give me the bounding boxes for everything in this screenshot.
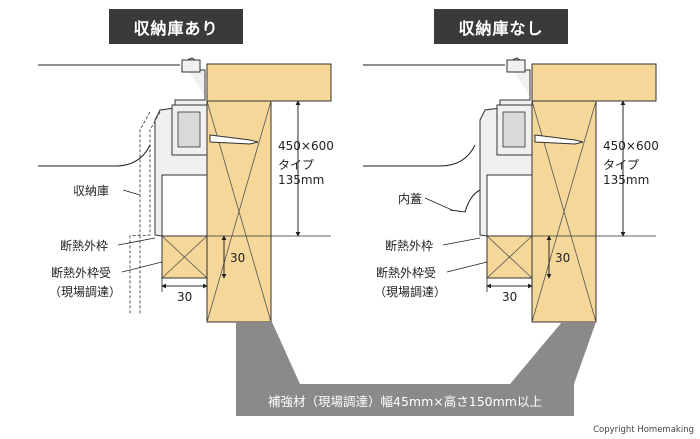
left-callout-pointer — [236, 322, 300, 384]
right-spec-type: タイプ — [603, 158, 640, 172]
right-label-receiver-source: （現場調達） — [374, 285, 447, 299]
left-dim-vertical: 30 — [230, 251, 246, 265]
left-spec-size: 450×600 — [278, 139, 334, 153]
right-spec-depth: 135mm — [603, 173, 650, 187]
right-dim-horizontal: 30 — [502, 290, 518, 304]
left-dim-horizontal: 30 — [177, 290, 193, 304]
right-diagram — [363, 57, 657, 323]
left-ceiling-line — [38, 144, 151, 167]
right-spec-size: 450×600 — [603, 139, 659, 153]
right-dim-vertical: 30 — [555, 251, 571, 265]
copyright-text: Copyright Homemaking — [593, 425, 694, 435]
right-ceiling-board — [531, 63, 657, 102]
reinforcement-banner: 補強材（現場調達）幅45mm×高さ150mm以上 — [236, 384, 574, 416]
left-storage-dashed — [129, 111, 151, 315]
left-label-storage: 収納庫 — [73, 184, 110, 198]
left-label-frame: 断熱外枠 — [60, 239, 109, 253]
right-inner-lid — [449, 189, 481, 213]
left-spec-type: タイプ — [278, 158, 315, 172]
left-label-receiver-source: （現場調達） — [49, 285, 122, 299]
title-without-storage: 収納庫なし — [434, 9, 568, 44]
left-label-receiver: 断熱外枠受 — [51, 266, 112, 280]
right-ceiling-line — [363, 144, 476, 167]
right-label-lid: 内蓋 — [398, 192, 423, 206]
left-spec-depth: 135mm — [278, 173, 325, 187]
right-label-receiver: 断熱外枠受 — [376, 266, 437, 280]
left-screw — [209, 134, 259, 145]
right-screw — [534, 134, 584, 145]
left-diagram — [38, 57, 332, 323]
right-label-frame: 断熱外枠 — [385, 239, 434, 253]
left-ceiling-board — [206, 63, 332, 102]
title-with-storage: 収納庫あり — [109, 9, 243, 44]
right-callout-pointer — [510, 322, 596, 384]
